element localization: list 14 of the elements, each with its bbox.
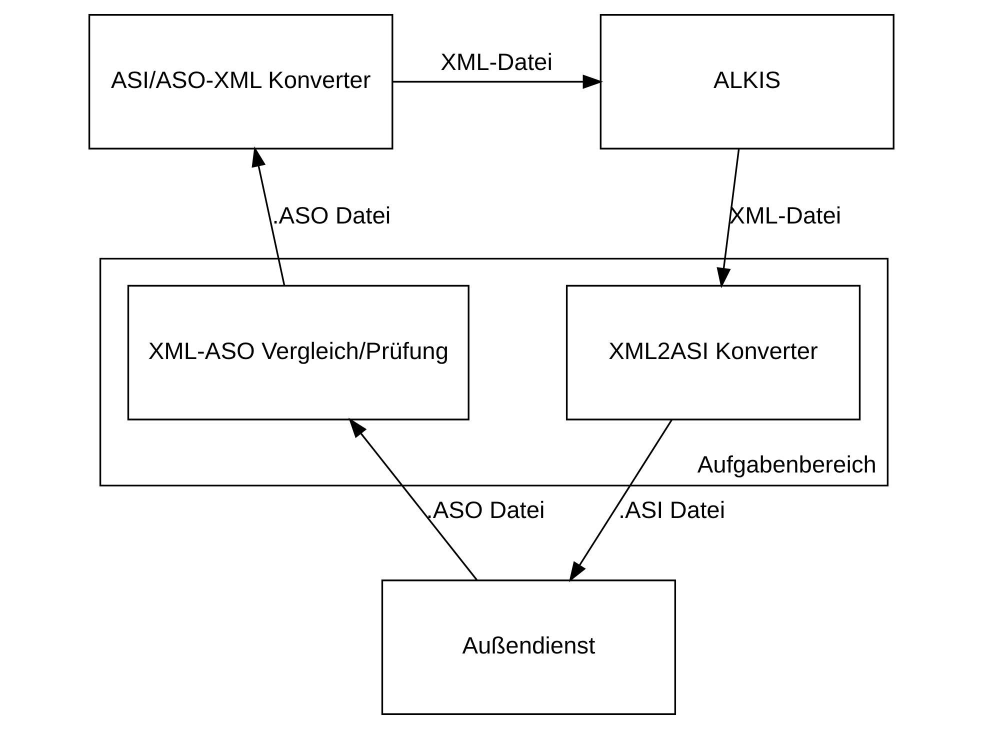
arrow	[348, 418, 478, 580]
node-box: ALKIS	[600, 14, 894, 150]
edge-label: XML-Datei	[440, 50, 552, 76]
edge-label: .ASO Datei	[426, 498, 545, 524]
node-box: XML2ASI Konverter	[566, 284, 861, 420]
edge-label: .ASI Datei	[618, 498, 726, 524]
arrow	[716, 148, 740, 288]
arrow	[392, 74, 604, 89]
node-box: Außendienst	[381, 580, 676, 715]
edge-label: .ASO Datei	[272, 203, 391, 230]
arrow	[252, 146, 286, 286]
node-box: XML-ASO Vergleich/Prüfung	[127, 284, 470, 420]
node-box: ASI/ASO-XML Konverter	[88, 14, 394, 150]
arrow	[568, 419, 673, 582]
